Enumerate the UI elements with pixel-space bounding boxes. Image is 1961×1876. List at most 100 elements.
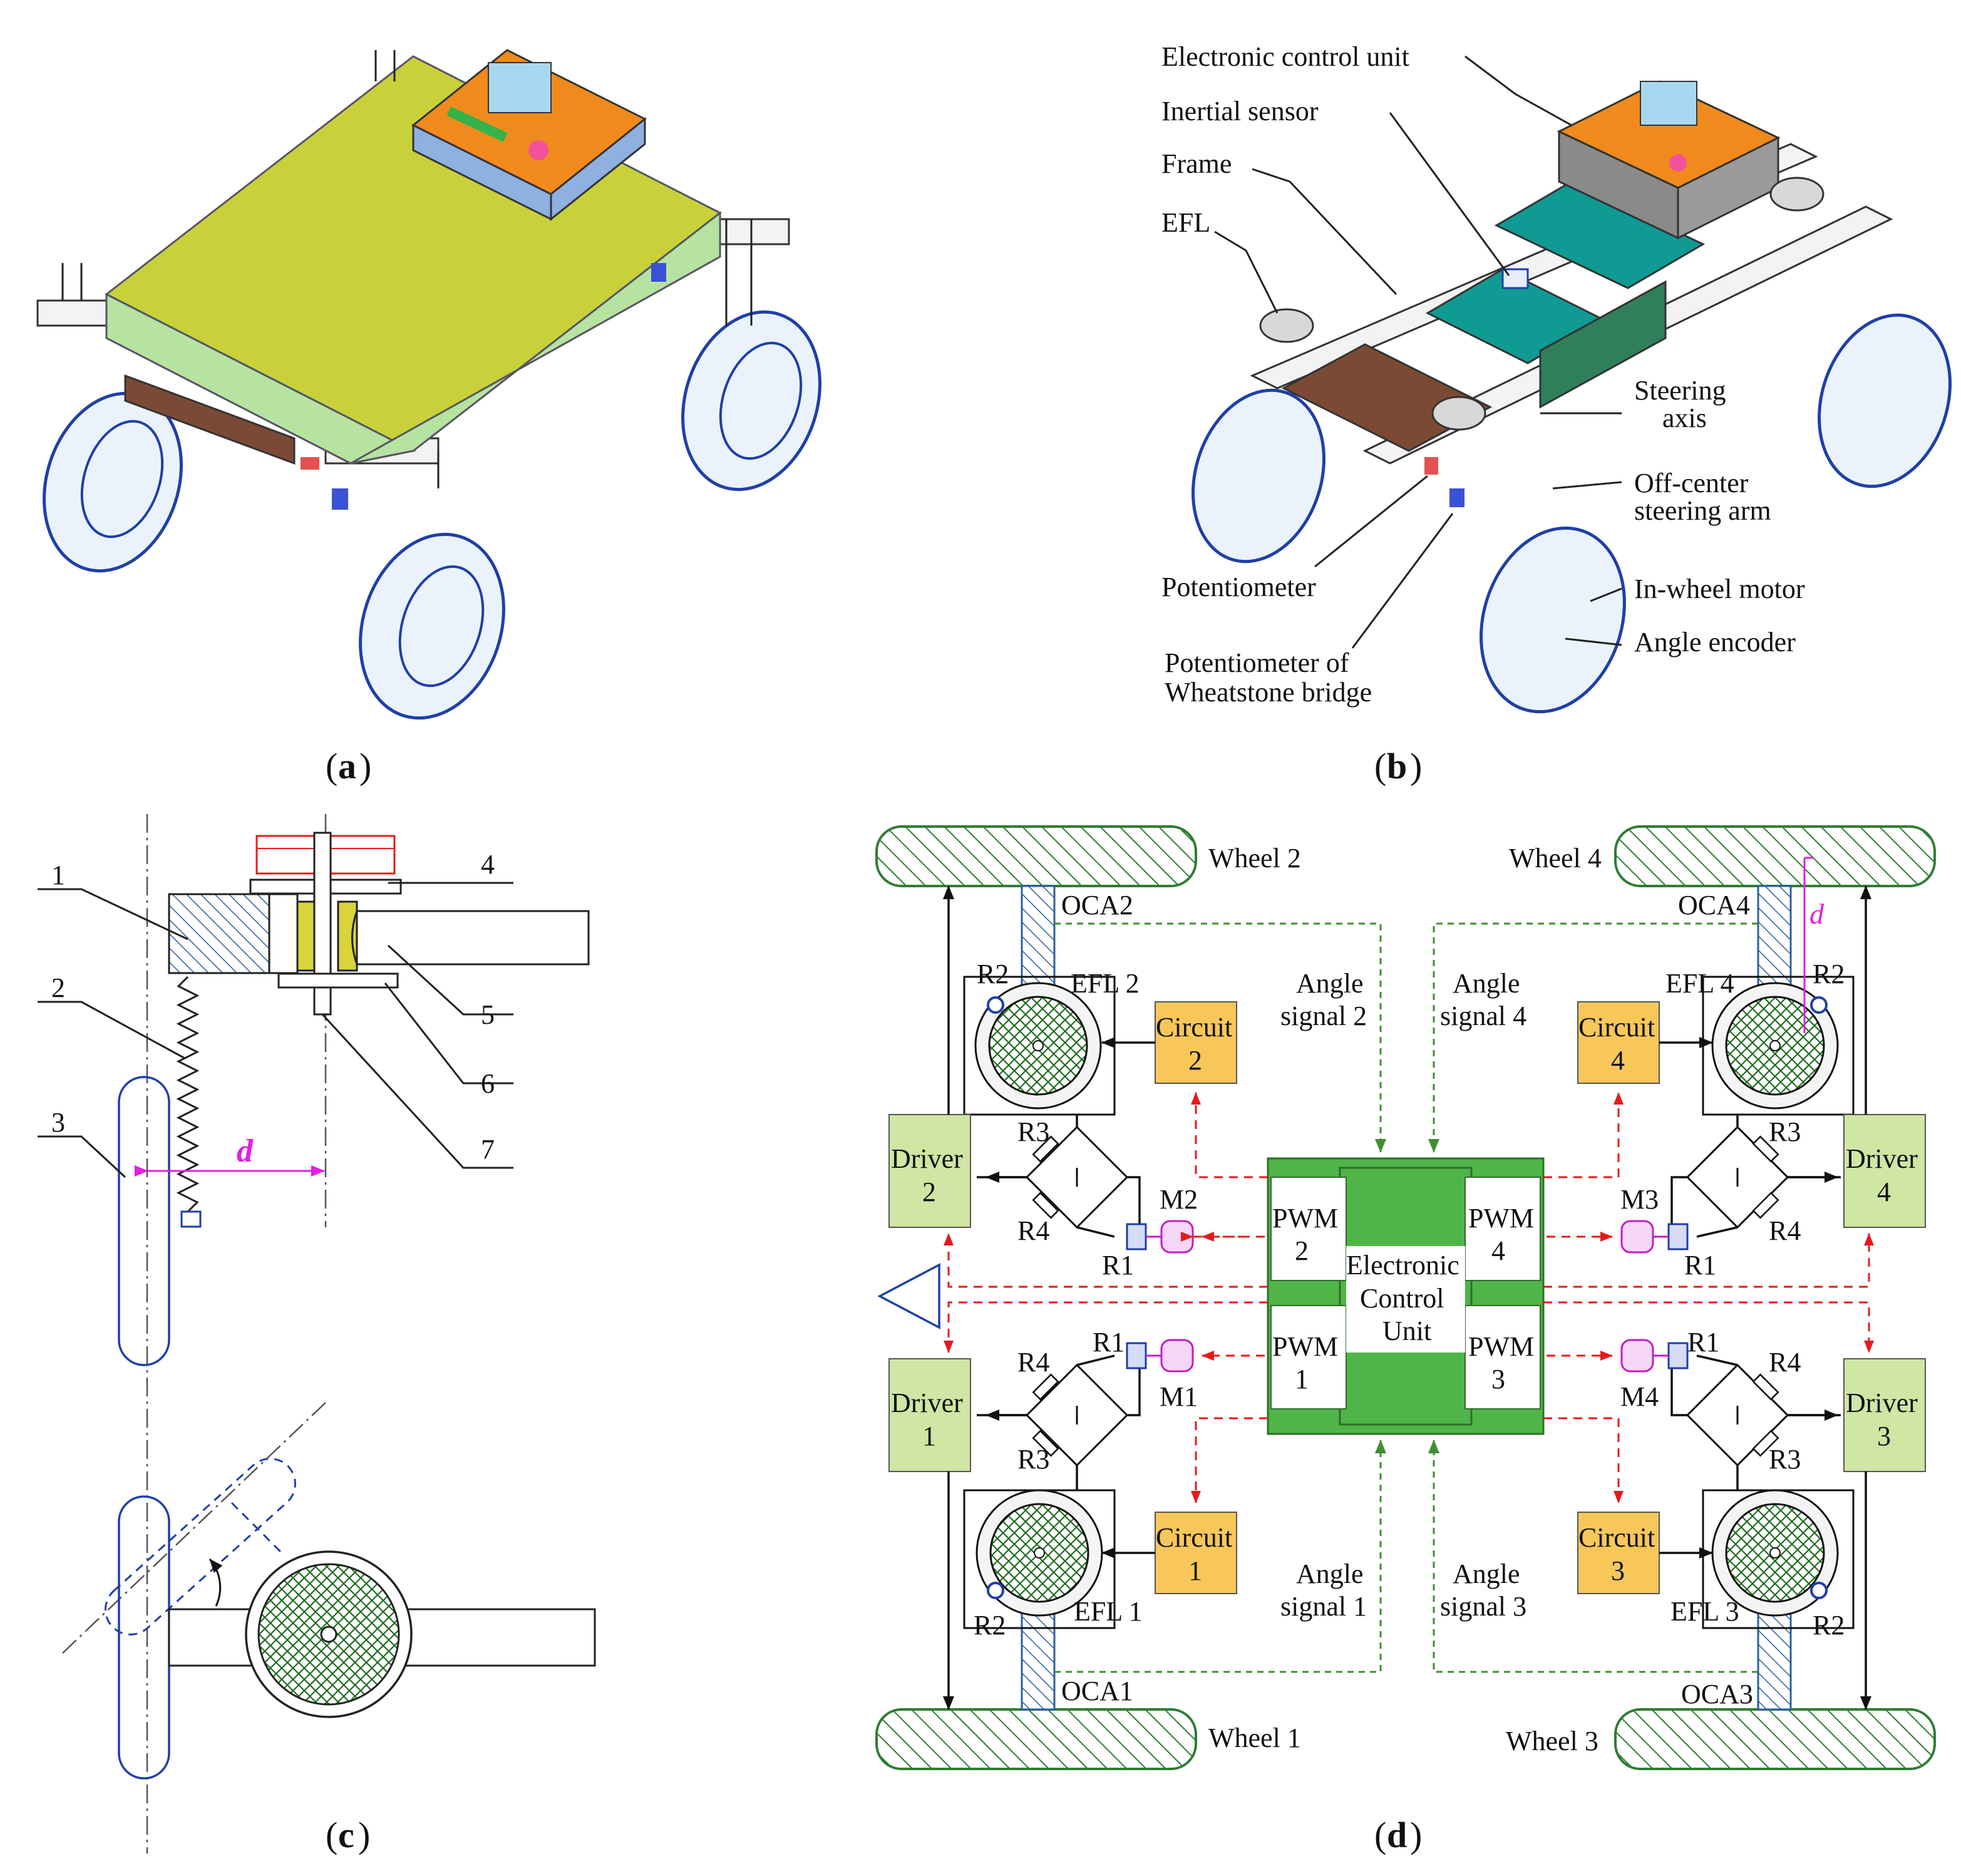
- angle-word-2: Angle: [1296, 968, 1364, 999]
- r2-pot-1: [987, 1582, 1004, 1599]
- efl3-label: EFL 3: [1670, 1596, 1739, 1627]
- caption-b-close: ): [1410, 746, 1422, 786]
- caption-a-open: (: [326, 746, 337, 786]
- r2-label-2: R2: [977, 959, 1009, 989]
- caption-d-close: ): [1410, 1815, 1422, 1855]
- pwm4-word: PWM: [1468, 1203, 1534, 1234]
- wheel-4-block: [1614, 825, 1936, 887]
- ecu-screen-a: [488, 62, 552, 113]
- ecu-block: [1267, 1157, 1545, 1435]
- r1-label-2: R1: [1102, 1250, 1134, 1281]
- pwm1-num: 1: [1295, 1364, 1309, 1394]
- efl1-label: EFL 1: [1074, 1596, 1143, 1627]
- oca2-label: OCA2: [1061, 890, 1133, 920]
- m3-label: M3: [1620, 1184, 1659, 1215]
- angle-signal-2: signal 2: [1280, 1001, 1367, 1031]
- angle-signal-1: signal 1: [1280, 1591, 1367, 1622]
- num-2: 2: [51, 972, 65, 1003]
- d-label-c: d: [237, 1133, 254, 1169]
- angle-signal-3: signal 3: [1440, 1591, 1526, 1622]
- pwm3-num: 3: [1491, 1364, 1505, 1394]
- efl-3: [1702, 1489, 1855, 1629]
- motor-m1: [1126, 1339, 1194, 1373]
- oca3-label: OCA3: [1681, 1679, 1753, 1709]
- svg-text:2: 2: [922, 1177, 936, 1207]
- caption-d-open: (: [1374, 1815, 1386, 1855]
- angle-word-4: Angle: [1453, 968, 1520, 999]
- bridge-4: [1686, 1125, 1789, 1229]
- motor-m3: [1620, 1220, 1689, 1254]
- svg-text:3: 3: [1611, 1555, 1625, 1586]
- wheel-2-label: Wheel 2: [1208, 843, 1301, 874]
- efl-disc-2: [1431, 396, 1486, 431]
- panel-a: [36, 49, 821, 720]
- r3-label-1: R3: [1017, 1444, 1049, 1475]
- wheel-straight: [118, 1495, 170, 1780]
- efl-2: [963, 976, 1116, 1116]
- label-offcenter-1: Off-center: [1634, 468, 1749, 498]
- driver-1: Driver 1: [888, 1358, 971, 1472]
- ecu-line-1: Electronic: [1346, 1250, 1459, 1281]
- wheel-4-label: Wheel 4: [1509, 843, 1602, 874]
- svg-text:Driver: Driver: [1846, 1388, 1918, 1418]
- battery-packs: [1539, 280, 1667, 409]
- r4-label-2: R4: [1017, 1215, 1049, 1246]
- m2-label: M2: [1160, 1184, 1198, 1215]
- teal-plate-2: [1494, 180, 1706, 289]
- num-4: 4: [481, 849, 495, 880]
- efl2-label: EFL 2: [1071, 968, 1140, 999]
- caption-c: c: [338, 1815, 354, 1855]
- r2-pot-4: [1810, 996, 1828, 1014]
- potentiometer-part: [1424, 457, 1438, 475]
- r3-label-4: R3: [1769, 1116, 1801, 1147]
- caption-a-close: ): [359, 746, 371, 786]
- arm-5: [351, 910, 590, 966]
- cover-side-right: [350, 210, 721, 465]
- wheel-3-label: Wheel 3: [1506, 1726, 1598, 1756]
- r1-label-1: R1: [1093, 1327, 1125, 1358]
- driver-4: Driver 4: [1843, 1114, 1926, 1228]
- circuit-2: Circuit 2: [1155, 1001, 1237, 1084]
- steering-angle-arc: [208, 1559, 223, 1607]
- panel-b: Electronic control unit Inertial sensor …: [1161, 41, 1952, 714]
- ecu-line-3: Unit: [1382, 1316, 1431, 1346]
- circuit-4: Circuit 4: [1577, 1001, 1660, 1084]
- bearing: [296, 900, 317, 972]
- angle-word-1: Angle: [1296, 1559, 1364, 1589]
- spring-2: [176, 976, 200, 1213]
- efl4-label: EFL 4: [1665, 968, 1734, 999]
- r4-label-4: R4: [1769, 1215, 1801, 1246]
- wheel-a-rear-right: [359, 532, 505, 720]
- r3-label-2: R3: [1017, 1116, 1049, 1147]
- label-encoder: Angle encoder: [1634, 627, 1796, 657]
- label-offcenter-2: steering arm: [1634, 495, 1771, 526]
- svg-text:2: 2: [1188, 1045, 1202, 1076]
- caption-d: d: [1387, 1815, 1407, 1855]
- inertial-sensor-symbol: [877, 1263, 940, 1329]
- wheel-1-block: [875, 1708, 1197, 1770]
- panel-c: d 1 2 3 4 5 6 7: [38, 814, 596, 1853]
- efl-disc-3: [1769, 177, 1825, 212]
- label-ecu: Electronic control unit: [1161, 41, 1409, 72]
- efl-1: [963, 1489, 1116, 1629]
- r1-label-3: R1: [1687, 1327, 1719, 1358]
- wheel-3-side: [118, 1076, 170, 1366]
- num-7: 7: [481, 1134, 495, 1165]
- motor-m2: [1126, 1220, 1194, 1254]
- motor-m4: [1620, 1339, 1689, 1373]
- bracket-1: [168, 893, 270, 974]
- svg-text:4: 4: [1611, 1045, 1625, 1076]
- r2-pot-3: [1810, 1582, 1828, 1599]
- caption-c-close: ): [358, 1815, 370, 1855]
- caption-c-open: (: [326, 1815, 337, 1855]
- label-potentiometer: Potentiometer: [1161, 572, 1316, 602]
- label-efl: EFL: [1161, 207, 1210, 238]
- num-6: 6: [481, 1068, 495, 1099]
- caption-b-open: (: [1374, 746, 1386, 786]
- panel-d: Wheel 2 Wheel 4 Wheel 1 Wheel 3 OCA2 OCA…: [875, 825, 1936, 1770]
- wheel-2-block: [875, 825, 1197, 887]
- wheel-b-rear-right: [1480, 526, 1626, 714]
- label-wheatstone-2: Wheatstone bridge: [1165, 677, 1372, 708]
- wheel-1-label: Wheel 1: [1208, 1723, 1301, 1753]
- oca1-label: OCA1: [1061, 1676, 1133, 1706]
